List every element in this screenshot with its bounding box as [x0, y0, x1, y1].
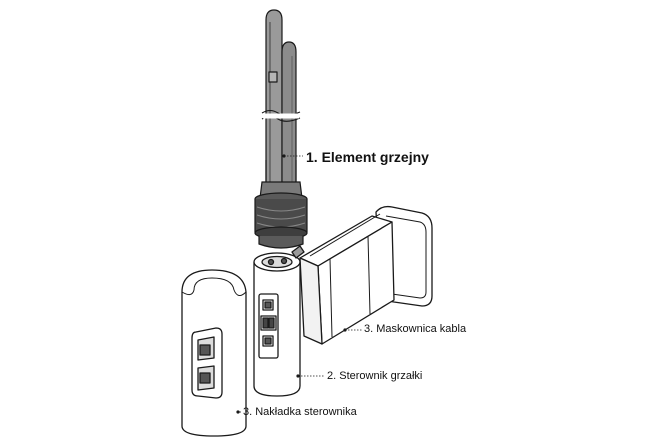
label-controller-cover: 3. Nakładka sterownika — [243, 406, 357, 418]
leader-heating-element — [282, 154, 303, 158]
controller-cover — [181, 269, 247, 437]
label-heating-element: 1. Element grzejny — [306, 149, 429, 165]
threaded-collar — [254, 181, 308, 249]
rod-clip — [268, 71, 278, 83]
heating-rod-long — [265, 9, 283, 199]
heating-element — [261, 9, 301, 199]
leader-controller — [296, 374, 324, 378]
leader-cable-mask — [343, 328, 362, 332]
leader-controller-cover — [236, 410, 241, 414]
label-cable-mask: 3. Maskownica kabla — [364, 323, 467, 335]
cable-mask — [299, 205, 433, 345]
heater-controller — [253, 245, 305, 397]
label-controller: 2. Sterownik grzałki — [327, 370, 423, 382]
